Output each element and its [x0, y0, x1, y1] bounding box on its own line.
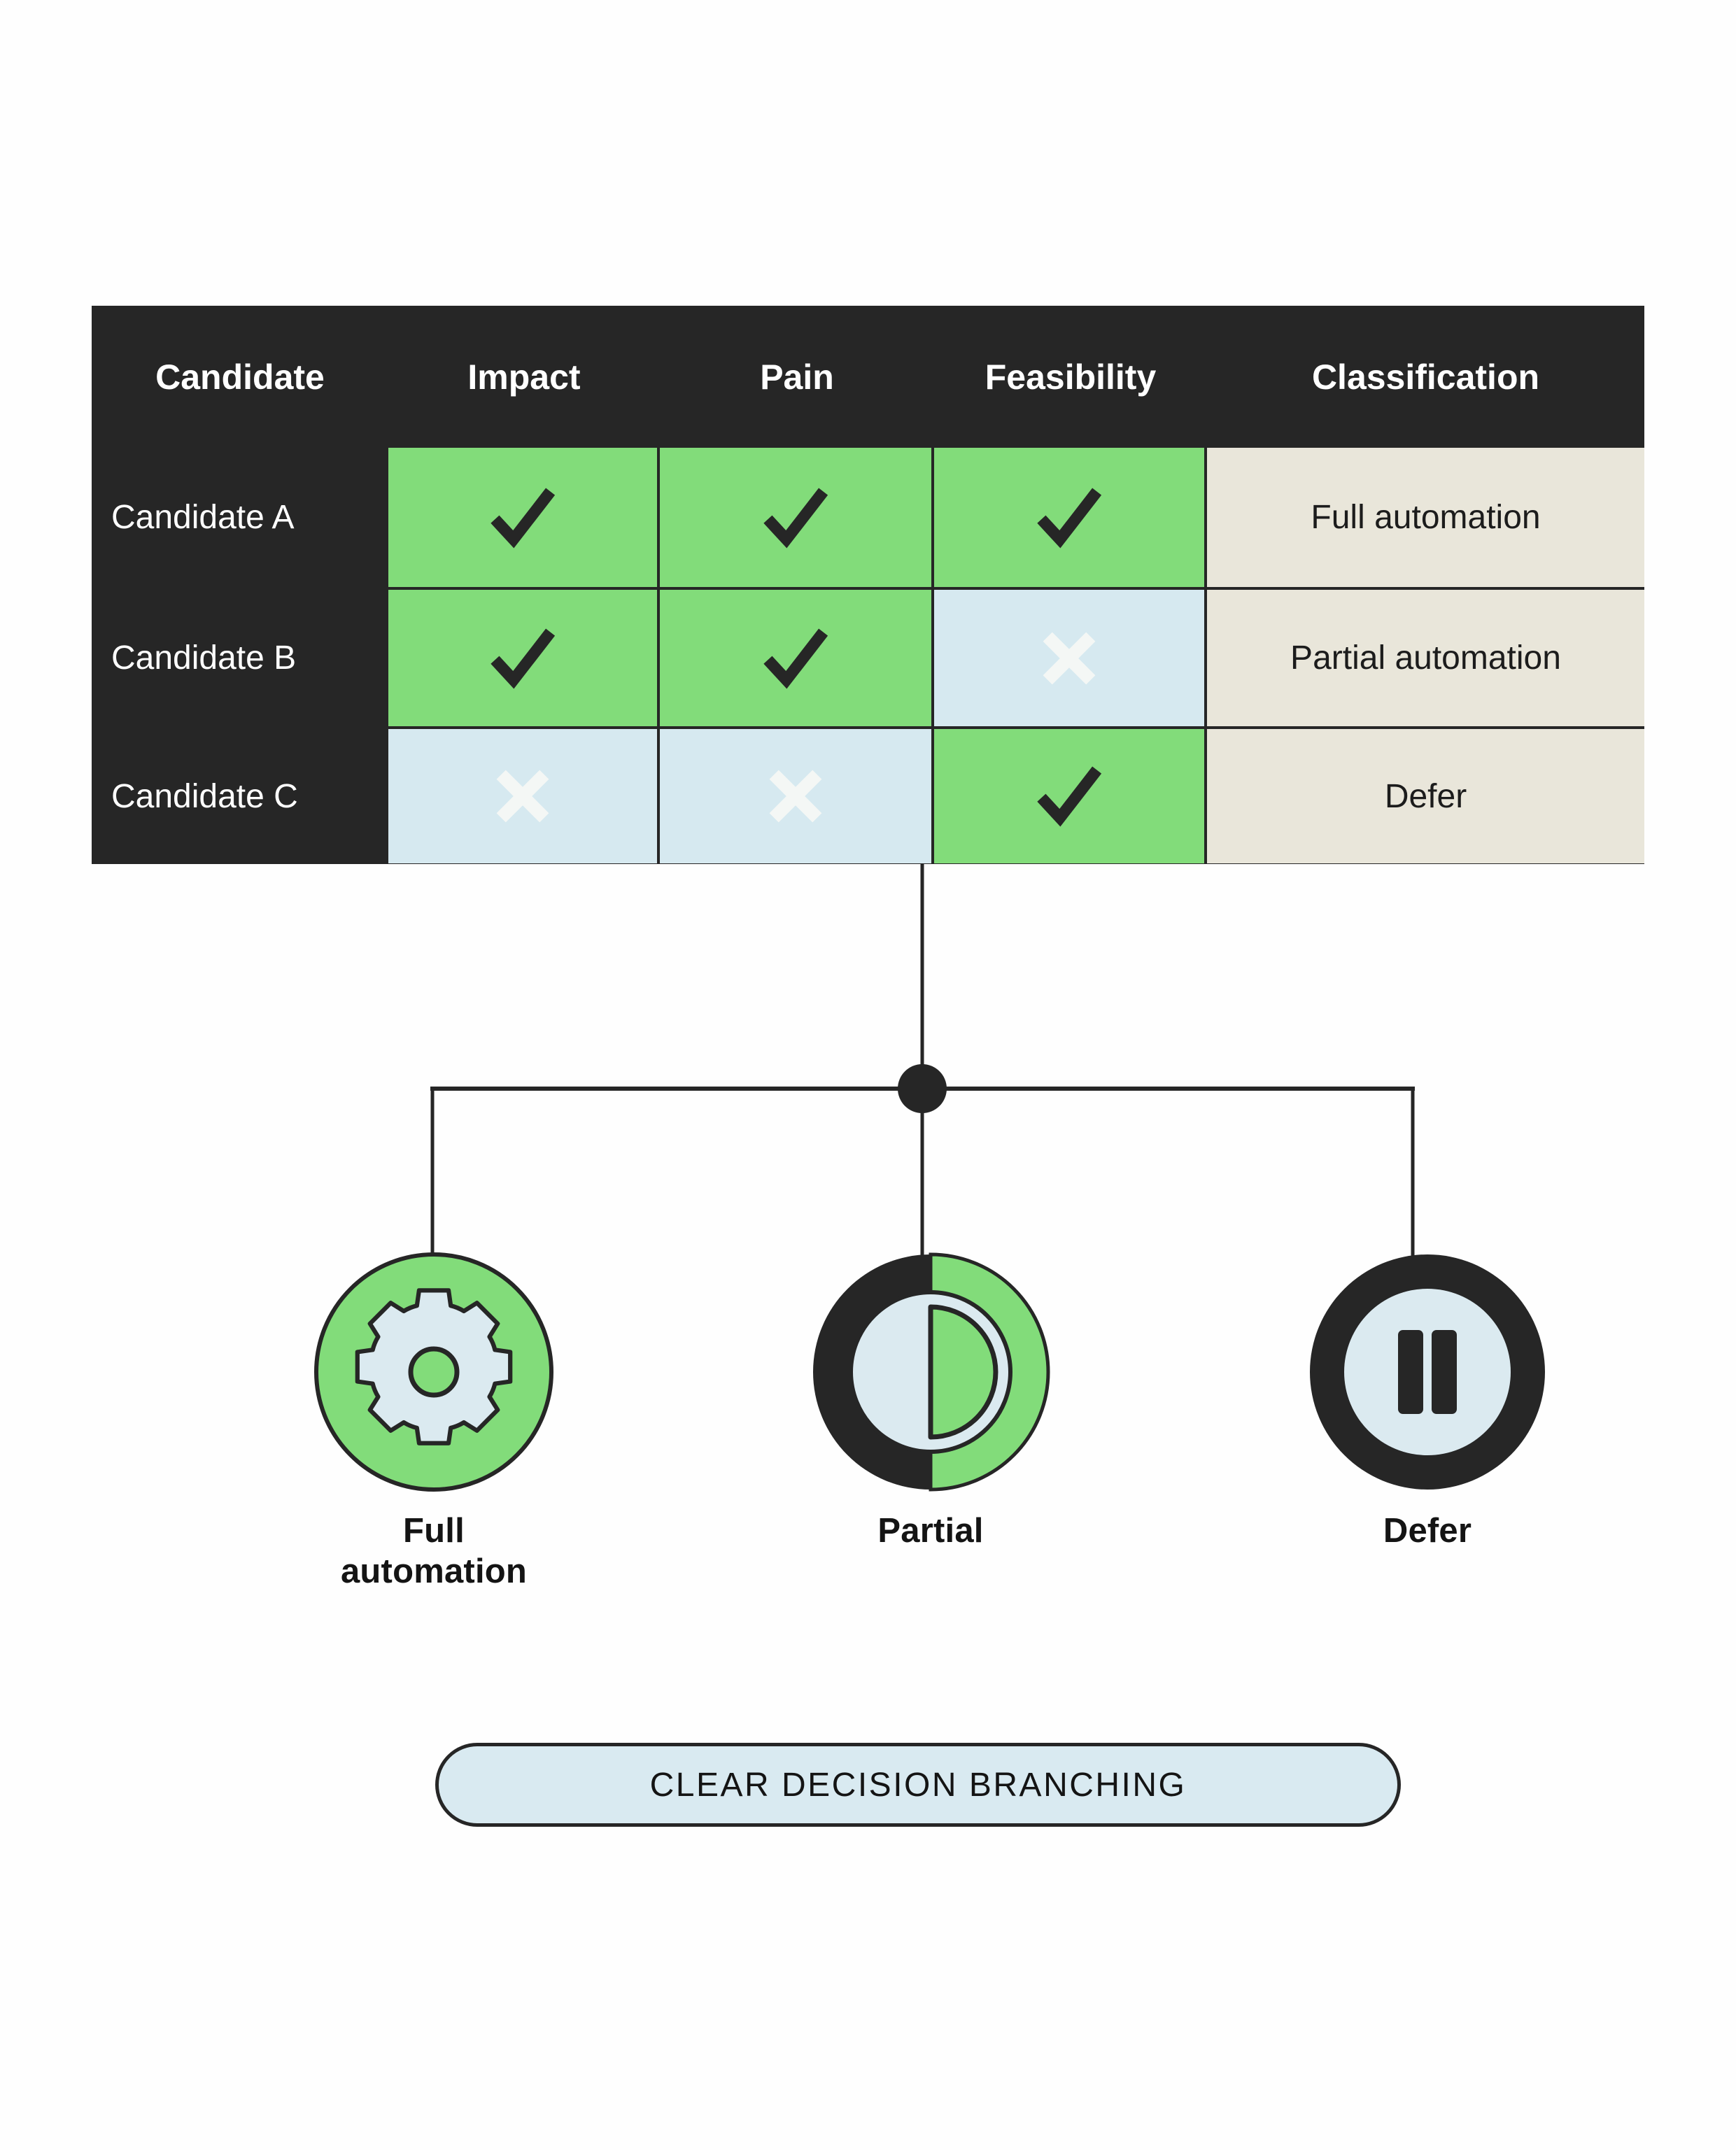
cell-candidate-name: Candidate A: [92, 448, 388, 587]
node-label-partial: Partial: [784, 1511, 1078, 1552]
pause-icon: [1310, 1254, 1545, 1490]
table-body: Candidate A Full automation: [92, 448, 1644, 863]
cell-classification: Defer: [1207, 729, 1644, 863]
half-circle-icon: [813, 1252, 1050, 1492]
node-label-partial-line1: Partial: [877, 1512, 984, 1550]
cross-icon: [496, 770, 549, 823]
column-header-feasibility: Feasibility: [985, 357, 1157, 397]
column-header-impact: Impact: [467, 357, 581, 397]
node-label-defer: Defer: [1280, 1511, 1574, 1552]
cell-feasibility: [934, 448, 1207, 587]
defer-disc: [1306, 1251, 1548, 1493]
cell-feasibility: [934, 729, 1207, 863]
cell-feasibility: [934, 590, 1207, 726]
table-header-row: Candidate Impact Pain Feasibility Classi…: [92, 306, 1644, 448]
column-header-candidate: Candidate: [155, 357, 325, 397]
node-partial-automation[interactable]: Partial: [784, 1251, 1078, 1552]
check-icon: [1037, 488, 1102, 549]
table-row: Candidate B Partial automation: [92, 587, 1644, 726]
cell-impact: [388, 590, 660, 726]
cell-pain: [660, 729, 934, 863]
node-label-full-line1: Full: [403, 1512, 465, 1550]
node-label-defer-line1: Defer: [1383, 1512, 1472, 1550]
cell-candidate-name: Candidate C: [92, 729, 388, 863]
cell-impact: [388, 448, 660, 587]
check-icon: [491, 488, 556, 549]
table-row: Candidate C Defer: [92, 726, 1644, 863]
cell-candidate-name: Candidate B: [92, 590, 388, 726]
cell-pain: [660, 590, 934, 726]
cell-classification: Full automation: [1207, 448, 1644, 587]
node-label-full: Full automation: [287, 1511, 581, 1592]
full-automation-disc: [313, 1251, 555, 1493]
gear-icon: [314, 1252, 553, 1492]
caption-pill: CLEAR DECISION BRANCHING: [435, 1743, 1401, 1827]
table-row: Candidate A Full automation: [92, 448, 1644, 587]
check-icon: [763, 628, 828, 689]
node-defer[interactable]: Defer: [1280, 1251, 1574, 1552]
cell-impact: [388, 729, 660, 863]
partial-automation-disc: [810, 1251, 1052, 1493]
cross-icon: [1043, 632, 1096, 684]
node-full-automation[interactable]: Full automation: [287, 1251, 581, 1592]
node-label-full-line2: automation: [340, 1552, 528, 1590]
check-icon: [491, 628, 556, 689]
cell-classification: Partial automation: [1207, 590, 1644, 726]
column-header-pain: Pain: [760, 357, 834, 397]
scoring-matrix-table: Candidate Impact Pain Feasibility Classi…: [92, 306, 1644, 864]
check-icon: [1037, 766, 1102, 827]
check-icon: [763, 488, 828, 549]
column-header-classification: Classification: [1311, 357, 1540, 397]
cell-pain: [660, 448, 934, 587]
junction-dot: [898, 1064, 947, 1113]
cross-icon: [769, 770, 822, 823]
